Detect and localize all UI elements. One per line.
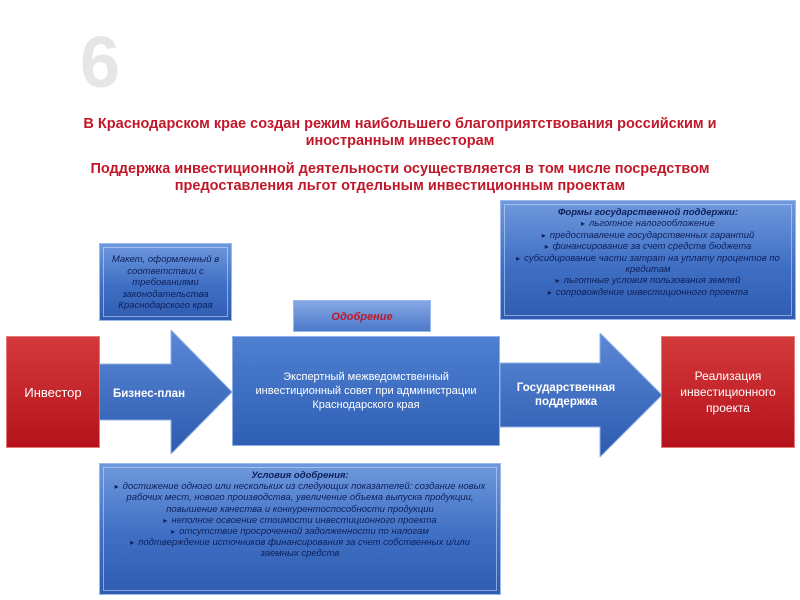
approval-label: Одобрение [293, 300, 431, 332]
bullet-icon: ▸ [544, 242, 549, 252]
support-form-item: ▸сопровождение инвестиционного проекта [547, 286, 749, 298]
maket-note-text: Макет, оформленный в соответствии с треб… [111, 254, 220, 311]
support-form-item: ▸предоставление государственных гарантий [541, 229, 755, 241]
approval-conditions-title: Условия одобрения: [251, 470, 349, 481]
state-support-label: Государственная поддержка [516, 382, 616, 408]
project-realization-label: Реализация инвестиционного проекта [680, 369, 776, 415]
investor-box: Инвестор [6, 336, 100, 448]
maket-note-box: Макет, оформленный в соответствии с треб… [99, 243, 232, 321]
support-forms-title: Формы государственной поддержки: [557, 207, 739, 218]
approval-condition-item: ▸подтверждение источников финансирования… [130, 537, 470, 560]
bullet-icon: ▸ [516, 253, 521, 263]
project-realization-box: Реализация инвестиционного проекта [661, 336, 795, 448]
support-form-item: ▸льготное налогообложение [581, 218, 715, 230]
approval-label-text: Одобрение [331, 311, 393, 323]
bullet-icon: ▸ [114, 482, 119, 492]
heading-investment-support: Поддержка инвестиционной деятельности ос… [90, 161, 710, 194]
state-support-arrow [500, 333, 662, 457]
bullet-icon: ▸ [163, 515, 168, 525]
bullet-icon: ▸ [547, 287, 552, 297]
approval-conditions-box: Условия одобрения: ▸достижение одного ил… [99, 463, 501, 595]
bullet-icon: ▸ [541, 230, 546, 240]
investor-label: Инвестор [24, 384, 82, 400]
heading-favorable-regime: В Краснодарском крае создан режим наибол… [83, 116, 717, 149]
support-form-item: ▸субсидирование части затрат на уплату п… [516, 252, 780, 276]
approval-condition-item: ▸неполное освоение стоимости инвестицион… [163, 514, 437, 526]
business-plan-arrow [99, 330, 232, 454]
expert-council-box: Экспертный межведомственный инвестиционн… [232, 336, 500, 446]
bullet-icon: ▸ [130, 538, 135, 548]
slide-number: 6 [80, 23, 121, 103]
support-form-item: ▸финансирование за счет средств бюджета [544, 241, 752, 253]
expert-council-text: Экспертный межведомственный инвестиционн… [255, 371, 477, 411]
bullet-icon: ▸ [581, 219, 586, 229]
approval-condition-item: ▸достижение одного или нескольких из сле… [114, 481, 486, 515]
support-form-item: ▸льготные условия пользования землей [555, 275, 741, 287]
approval-condition-item: ▸отсутствие просроченной задолженности п… [171, 526, 429, 538]
business-plan-label: Бизнес-план [112, 388, 186, 400]
support-forms-box: Формы государственной поддержки: ▸льготн… [500, 200, 796, 320]
bullet-icon: ▸ [555, 276, 560, 286]
bullet-icon: ▸ [171, 527, 176, 537]
